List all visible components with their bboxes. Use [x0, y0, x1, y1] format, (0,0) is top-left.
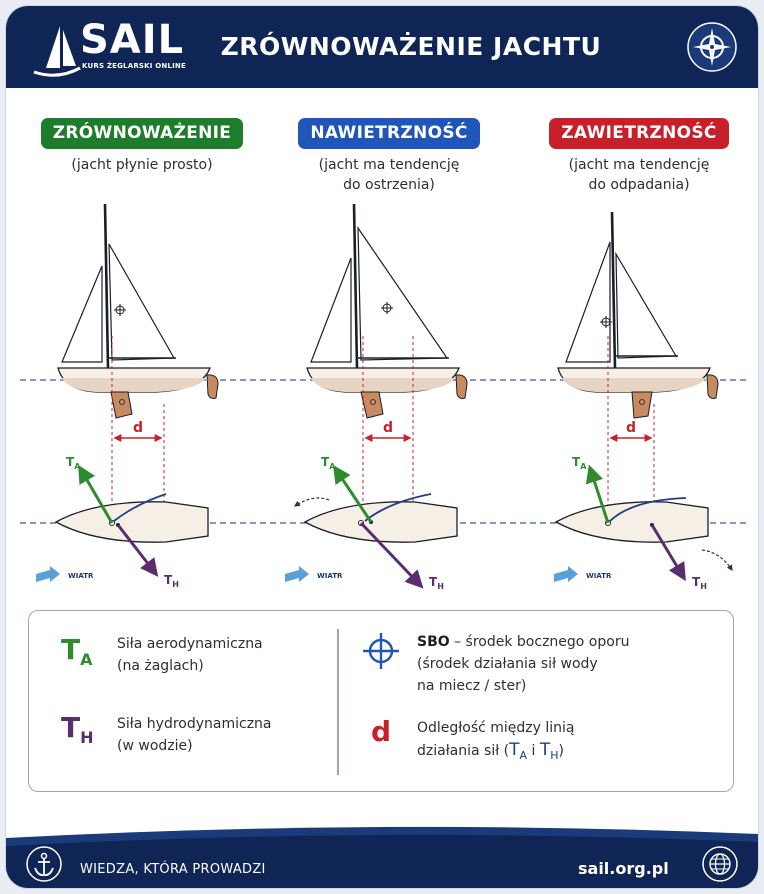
- th-label: TH: [692, 575, 707, 591]
- column-balance-heading: ZRÓWNOWAŻENIE (jacht płynie prosto): [17, 118, 267, 175]
- distance-d-label: d: [133, 420, 143, 436]
- ta-label: TA: [572, 455, 587, 471]
- infographic-frame: SAIL KURS ŻEGLARSKI ONLINE ZRÓWNOWAŻENIE…: [6, 6, 758, 888]
- yacht-top-view: [554, 497, 709, 543]
- compass-icon[interactable]: [687, 22, 737, 72]
- yacht-top-view: [54, 493, 209, 543]
- yacht-side-view: [306, 203, 468, 419]
- th-force-arrow: [359, 521, 424, 589]
- panel-weather-helm: d TA TH WIATR: [285, 203, 468, 591]
- brand-subtitle: KURS ŻEGLARSKI ONLINE: [82, 62, 186, 70]
- distance-d-label: d: [383, 420, 393, 436]
- footer-website-link[interactable]: sail.org.pl: [578, 859, 669, 878]
- caption-weather-helm-2: do ostrzenia): [343, 177, 435, 193]
- legend-ta-symbol: TA: [61, 633, 93, 669]
- ta-force-arrow: [78, 464, 114, 524]
- globe-icon[interactable]: [702, 846, 738, 882]
- sail-center-marker-icon: [381, 302, 393, 314]
- panel-lee-helm: d TA TH WIATR: [554, 211, 733, 591]
- brand-name: SAIL: [80, 17, 185, 63]
- luffing-rotation-arrow: [294, 497, 330, 507]
- legend-sbo-text: SBO – środek bocznego oporu (środek dzia…: [417, 634, 630, 694]
- column-lee-helm-heading: ZAWIETRZNOŚĆ (jacht ma tendencję do odpa…: [514, 118, 758, 195]
- header-bar: SAIL KURS ŻEGLARSKI ONLINE ZRÓWNOWAŻENIE…: [6, 6, 758, 88]
- footer-graphics: [6, 826, 758, 888]
- panel-balance: d TA TH WIATR: [36, 203, 219, 589]
- badge-balance: ZRÓWNOWAŻENIE: [40, 118, 244, 149]
- ta-force-arrow: [333, 465, 373, 523]
- footer-tagline: WIEDZA, KTÓRA PROWADZI: [80, 862, 266, 877]
- header-graphics: [33, 22, 737, 77]
- caption-lee-helm-1: (jacht ma tendencję: [568, 157, 710, 173]
- wind-arrow-icon: [285, 566, 309, 582]
- sail-center-marker-icon: [114, 304, 126, 316]
- th-label: TH: [429, 575, 444, 591]
- wind-label: WIATR: [68, 572, 94, 580]
- badge-weather-helm: NAWIETRZNOŚĆ: [298, 118, 480, 149]
- anchor-icon: [26, 846, 62, 882]
- caption-balance-1: (jacht płynie prosto): [71, 157, 213, 173]
- distance-d-label: d: [626, 420, 636, 436]
- th-force-arrow: [116, 524, 159, 577]
- yacht-side-view: [57, 203, 219, 419]
- ta-label: TA: [321, 455, 336, 471]
- ta-label: TA: [66, 455, 81, 471]
- caption-weather-helm-1: (jacht ma tendencję: [318, 157, 460, 173]
- legend-th-text: Siła hydrodynamiczna (w wodzie): [117, 716, 272, 754]
- balance-diagrams: d TA TH WIATR: [20, 203, 748, 591]
- bearing-away-rotation-arrow: [701, 549, 733, 571]
- wind-label: WIATR: [317, 572, 343, 580]
- legend-ta-text: Siła aerodynamiczna (na żaglach): [117, 636, 263, 674]
- legend-d-text: Odległość między linią działania sił (TA…: [417, 720, 575, 762]
- legend-separator: [337, 629, 339, 775]
- wind-label: WIATR: [586, 572, 612, 580]
- yacht-top-view: [303, 493, 458, 543]
- page-title: ZRÓWNOWAŻENIE JACHTU: [220, 32, 602, 61]
- legend-d-symbol: d: [371, 715, 392, 748]
- sbo-crosshair-icon: [363, 633, 399, 669]
- badge-lee-helm: ZAWIETRZNOŚĆ: [549, 118, 729, 149]
- ta-force-arrow: [585, 464, 610, 524]
- th-force-arrow: [650, 524, 686, 582]
- sail-logo-icon: [33, 26, 81, 77]
- legend-th-symbol: TH: [61, 711, 94, 747]
- legend-box: TA Siła aerodynamiczna (na żaglach) TH S…: [28, 610, 734, 792]
- wind-arrow-icon: [36, 566, 60, 582]
- caption-lee-helm-2: do odpadania): [588, 177, 690, 193]
- sail-center-marker-icon: [600, 316, 612, 328]
- th-label: TH: [164, 573, 179, 589]
- column-weather-helm-heading: NAWIETRZNOŚĆ (jacht ma tendencję do ostr…: [264, 118, 514, 195]
- footer-bar: WIEDZA, KTÓRA PROWADZI sail.org.pl: [6, 812, 758, 888]
- yacht-side-view: [557, 211, 719, 419]
- wind-arrow-icon: [554, 566, 578, 582]
